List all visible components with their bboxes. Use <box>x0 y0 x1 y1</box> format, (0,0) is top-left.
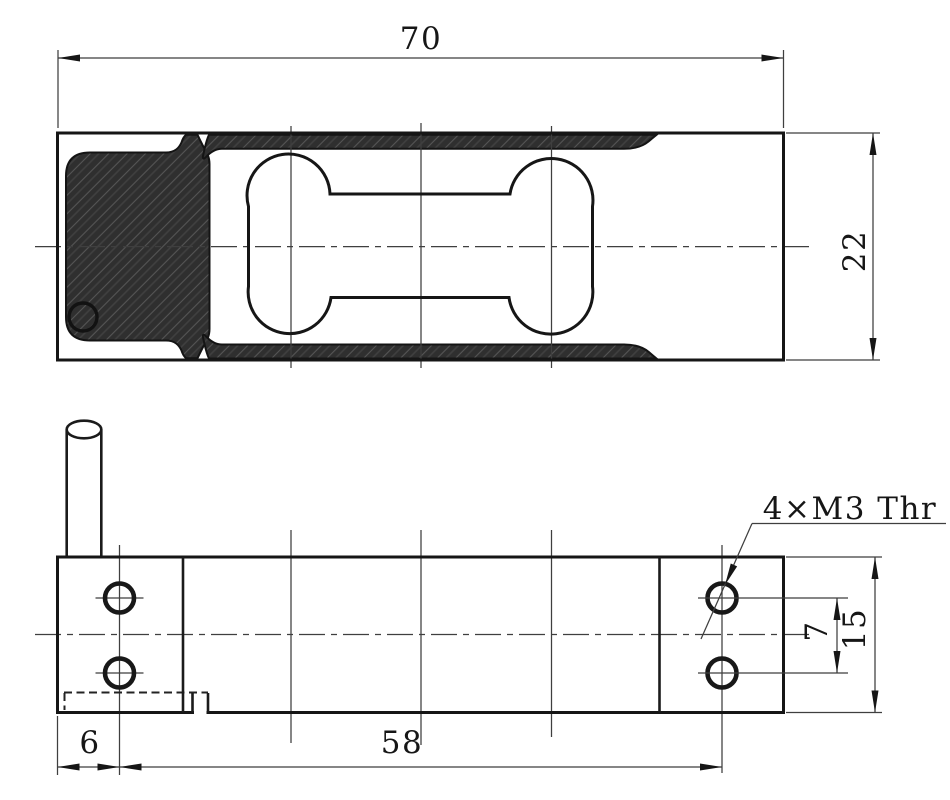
hatch-strip-bottom <box>201 333 660 360</box>
cable-rod-body <box>66 429 102 557</box>
top-view-outline <box>56 131 785 362</box>
dimension-6-58: 6 58 <box>56 716 722 775</box>
mounting-hole <box>102 656 137 690</box>
leader-arrowhead <box>725 563 738 585</box>
arrowhead <box>58 54 80 62</box>
pocket-bore-circle <box>67 301 99 333</box>
arrowhead <box>871 690 879 713</box>
arrowhead <box>97 763 120 771</box>
dimension-7: 7 <box>698 597 848 674</box>
arrowhead <box>869 338 877 360</box>
top-view <box>35 123 812 368</box>
dim-15-label: 15 <box>837 608 873 650</box>
dim-6-label: 6 <box>79 725 100 761</box>
arrowhead <box>119 763 142 771</box>
arrowhead <box>833 651 841 673</box>
dim-7-label: 7 <box>799 620 835 641</box>
arrowhead <box>871 557 879 579</box>
mounting-hole <box>102 581 137 615</box>
arrowhead <box>869 133 877 155</box>
dim-22-label: 22 <box>837 230 873 272</box>
bone-cutout <box>245 152 595 336</box>
thread-callout-label: 4×M3 Thr <box>763 491 937 527</box>
dimension-22: 22 <box>786 132 880 361</box>
arrowhead <box>700 763 722 771</box>
arrowhead <box>833 598 841 620</box>
dim-70-label: 70 <box>400 21 442 57</box>
cable-rod-cap <box>65 419 103 440</box>
dim-58-label: 58 <box>381 725 423 761</box>
arrowhead <box>57 763 80 771</box>
thread-callout: 4×M3 Thr <box>700 491 946 640</box>
hatch-strip-top <box>201 133 660 160</box>
dimension-70: 70 <box>57 21 785 128</box>
front-view <box>35 419 812 775</box>
arrowhead <box>761 54 784 62</box>
dimension-15: 15 <box>786 556 882 714</box>
